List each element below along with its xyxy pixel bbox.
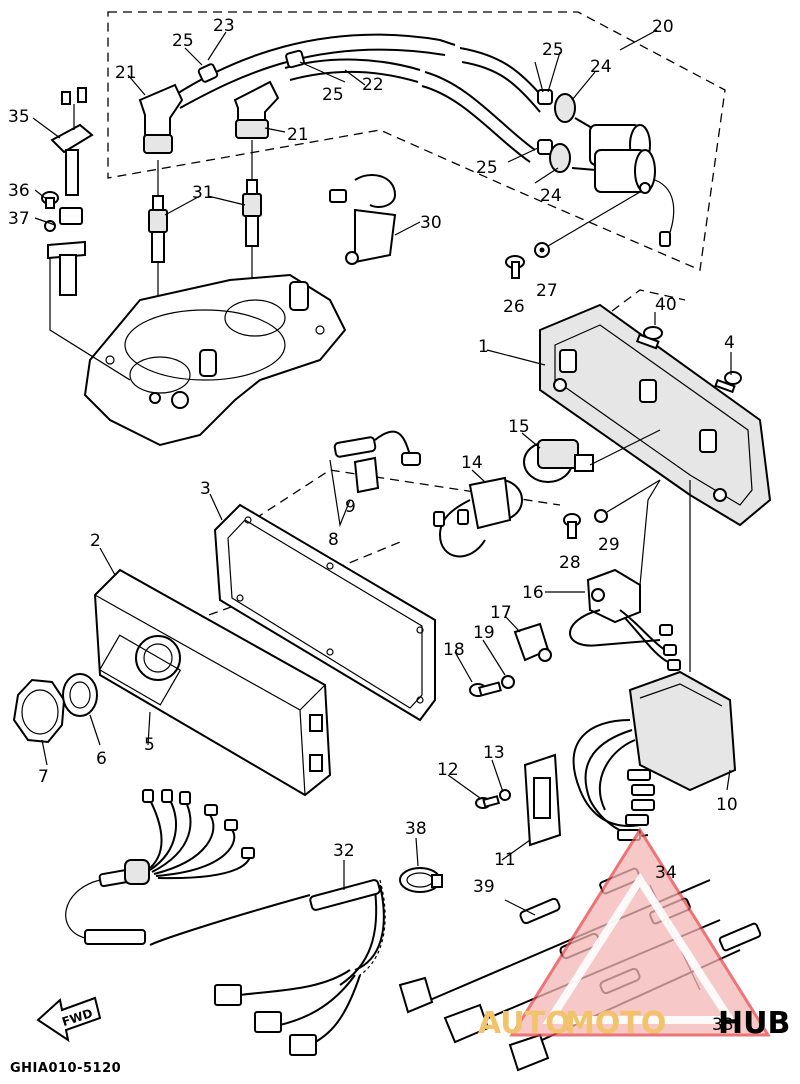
label-26: 26: [503, 297, 525, 317]
lead-clamps: [197, 49, 553, 155]
label-19: 19: [473, 623, 495, 643]
label-22: 22: [362, 75, 384, 95]
label-25-b: 25: [322, 85, 344, 105]
spark-plugs: [148, 140, 262, 370]
label-25-a: 25: [172, 31, 194, 51]
sensor-assembly-left: [41, 87, 131, 381]
part-labels: 1 2 3 4 5 6 7 8 9 10 11 12 13 14 15 16 1…: [8, 16, 738, 1035]
relay: [523, 429, 661, 483]
coil-washer: [534, 191, 641, 258]
lead-wire-set: [65, 789, 255, 945]
label-20: 20: [652, 17, 674, 37]
drawing-code: GHIA010-5120: [10, 1061, 121, 1076]
forward-arrow: FWD: [36, 996, 102, 1043]
cylinder-head: [83, 273, 347, 447]
label-9: 9: [345, 497, 356, 517]
label-16: 16: [522, 583, 544, 603]
thermo-switch: [329, 174, 421, 265]
holder-screw: [469, 675, 515, 697]
label-35: 35: [8, 107, 30, 127]
label-10: 10: [716, 795, 738, 815]
cover-cap: [12, 678, 66, 744]
label-39: 39: [473, 877, 495, 897]
label-31: 31: [192, 183, 214, 203]
label-7: 7: [38, 767, 49, 787]
bracket: [475, 753, 562, 847]
cdi-unit: [572, 480, 737, 841]
label-36: 36: [8, 181, 30, 201]
gasket: [213, 503, 436, 722]
label-3: 3: [200, 479, 211, 499]
label-37: 37: [8, 209, 30, 229]
cable-clamp: [399, 867, 443, 893]
watermark-logo: AUTO MOTO HUB: [478, 827, 790, 1041]
label-28: 28: [559, 553, 581, 573]
label-29: 29: [598, 535, 620, 555]
bolts-upper-right: [635, 326, 742, 394]
label-40: 40: [655, 295, 677, 315]
spark-plug-cap-left: [138, 83, 184, 154]
label-21-right: 21: [287, 125, 309, 145]
label-15: 15: [508, 417, 530, 437]
label-33: 33: [712, 1015, 734, 1035]
high-tension-leads: [174, 33, 546, 163]
lead-holder: [513, 622, 552, 662]
relay-screw: [563, 479, 661, 539]
label-24-lower: 24: [540, 186, 562, 206]
label-4: 4: [724, 333, 735, 353]
label-5: 5: [144, 735, 155, 755]
rectifier: [433, 476, 523, 558]
label-21-left: 21: [115, 63, 137, 83]
fuse-holder: [329, 430, 421, 528]
electrical-cover: [93, 568, 332, 797]
label-8: 8: [328, 530, 339, 550]
label-14: 14: [461, 453, 483, 473]
label-30: 30: [420, 213, 442, 233]
label-23: 23: [213, 16, 235, 36]
pulser-coil: [569, 479, 681, 671]
label-27: 27: [536, 281, 558, 301]
watermark-text-moto: MOTO: [565, 1006, 666, 1041]
label-38: 38: [405, 819, 427, 839]
coil-screw: [505, 255, 525, 279]
label-6: 6: [96, 749, 107, 769]
label-24-upper: 24: [590, 57, 612, 77]
electrical-base-plate: [539, 303, 772, 527]
label-25-d: 25: [476, 158, 498, 178]
label-2: 2: [90, 531, 101, 551]
spark-plug-cap-right: [233, 80, 280, 139]
label-11: 11: [494, 850, 516, 870]
label-25-c: 25: [542, 40, 564, 60]
leader-lines: [32, 29, 732, 890]
watermark-text-hub: HUB: [718, 1006, 790, 1041]
label-32: 32: [333, 841, 355, 861]
label-1: 1: [478, 337, 489, 357]
watermark-text-auto: AUTO: [478, 1006, 571, 1041]
label-18: 18: [443, 640, 465, 660]
ignition-coils: [571, 117, 675, 247]
label-12: 12: [437, 760, 459, 780]
label-34: 34: [655, 863, 677, 883]
grommets: [549, 93, 576, 173]
label-13: 13: [483, 743, 505, 763]
label-17: 17: [490, 603, 512, 623]
wire-harness: [149, 879, 386, 1056]
cover-seal: [62, 673, 98, 717]
